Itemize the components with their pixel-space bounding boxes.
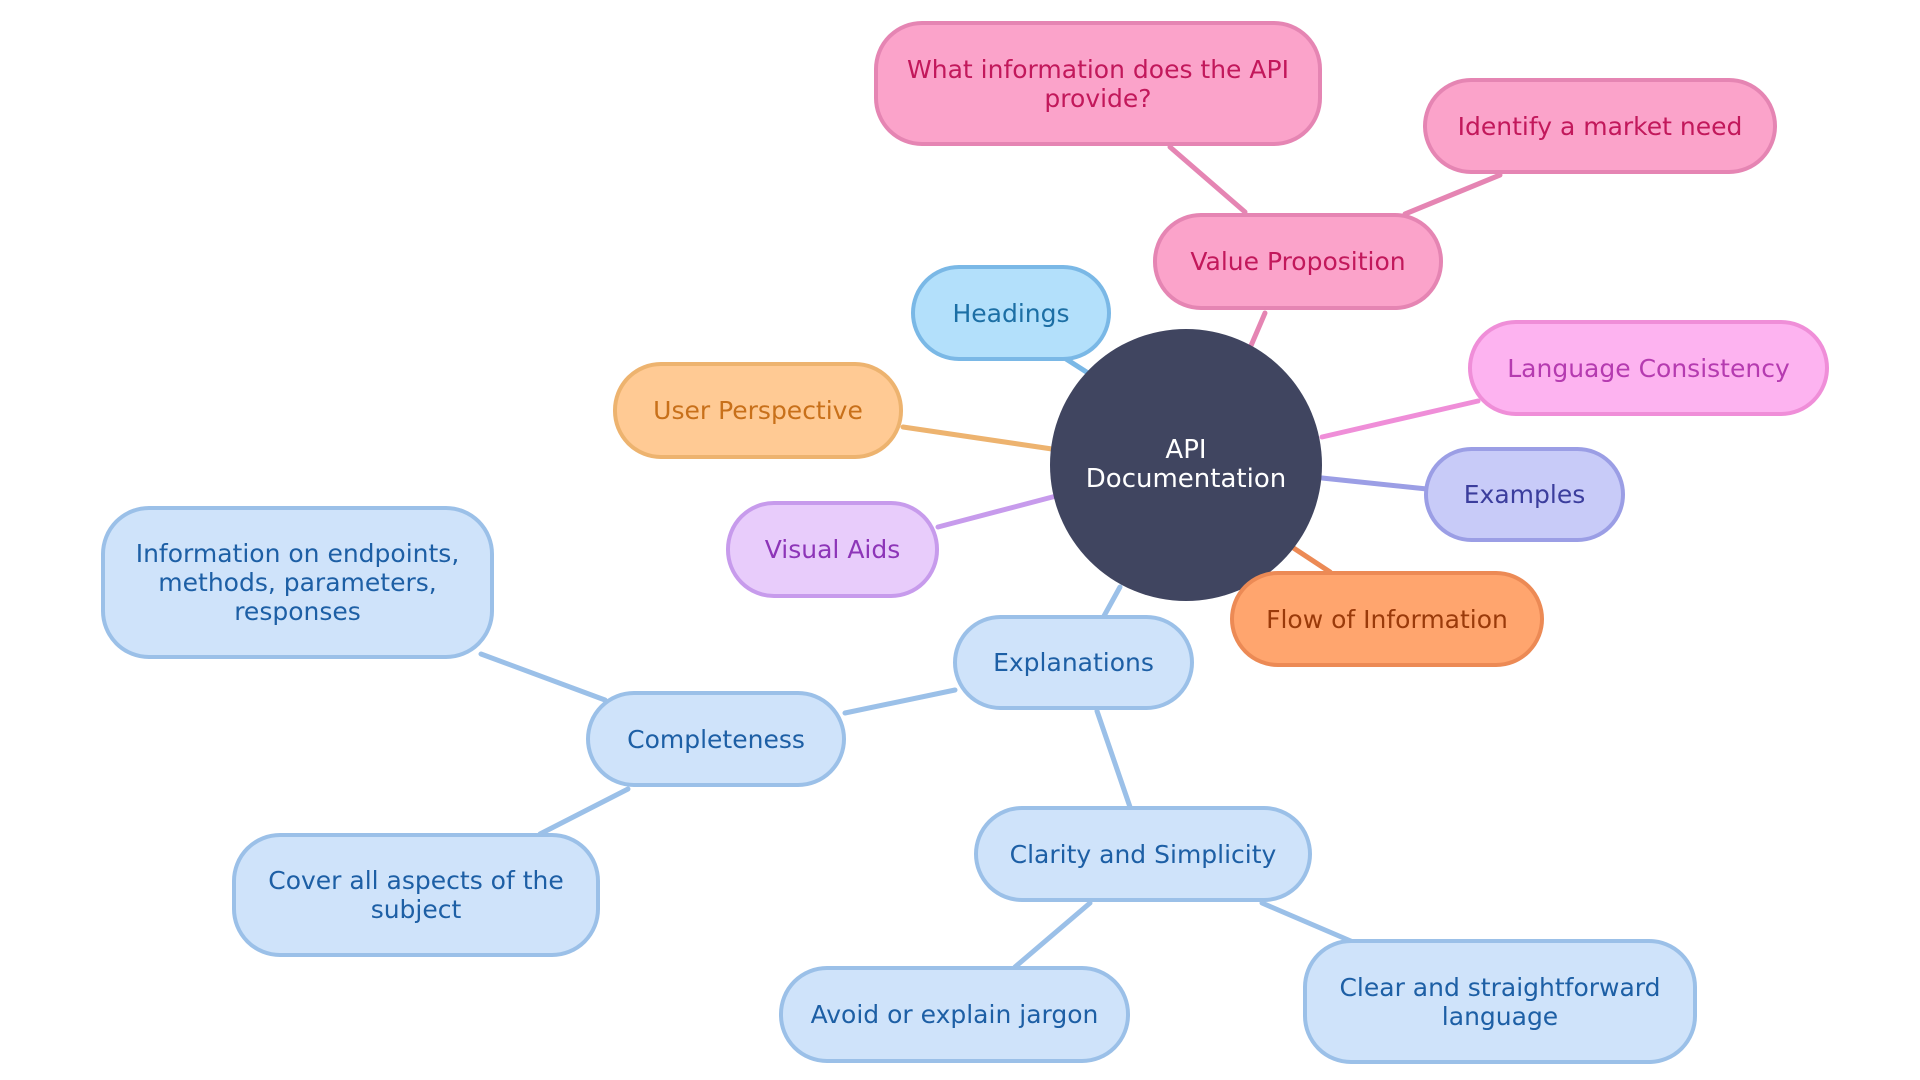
node-cover-aspects[interactable]: Cover all aspects of the subject bbox=[232, 833, 600, 957]
node-label: Clear and straightforward language bbox=[1339, 972, 1661, 1031]
node-label: Identify a market need bbox=[1457, 111, 1743, 141]
node-clear-language[interactable]: Clear and straightforward language bbox=[1303, 939, 1697, 1064]
node-label: Completeness bbox=[627, 724, 805, 754]
node-label: Visual Aids bbox=[764, 535, 901, 564]
node-clarity-simplicity[interactable]: Clarity and Simplicity bbox=[974, 806, 1312, 902]
node-examples[interactable]: Examples bbox=[1424, 447, 1625, 542]
node-label: Headings bbox=[952, 298, 1070, 328]
edge-explanations-to-completeness bbox=[842, 687, 958, 716]
edge-root-to-examples bbox=[1319, 475, 1430, 492]
node-avoid-jargon[interactable]: Avoid or explain jargon bbox=[779, 966, 1130, 1063]
node-root[interactable]: API Documentation bbox=[1050, 329, 1322, 601]
node-visual-aids[interactable]: Visual Aids bbox=[726, 501, 939, 598]
edge-completeness-to-cover-aspects bbox=[537, 786, 631, 837]
node-flow-of-information[interactable]: Flow of Information bbox=[1230, 571, 1544, 667]
edge-clarity-simplicity-to-clear-language bbox=[1259, 900, 1363, 948]
edge-completeness-to-endpoints-info bbox=[478, 651, 608, 703]
edge-root-to-explanations bbox=[1101, 584, 1123, 619]
node-headings[interactable]: Headings bbox=[911, 265, 1111, 361]
edge-root-to-user-perspective bbox=[900, 424, 1055, 452]
node-explanations[interactable]: Explanations bbox=[953, 615, 1194, 710]
node-label: API Documentation bbox=[1085, 435, 1287, 494]
edge-root-to-value-prop bbox=[1247, 310, 1268, 351]
node-user-perspective[interactable]: User Perspective bbox=[613, 362, 903, 459]
edge-clarity-simplicity-to-avoid-jargon bbox=[1012, 900, 1093, 970]
node-label: Avoid or explain jargon bbox=[810, 1000, 1099, 1029]
edge-root-to-language-consistency bbox=[1319, 398, 1481, 440]
edge-explanations-to-clarity-simplicity bbox=[1094, 708, 1133, 810]
node-label: Flow of Information bbox=[1266, 604, 1508, 634]
node-api-info[interactable]: What information does the API provide? bbox=[874, 21, 1322, 146]
node-label: What information does the API provide? bbox=[907, 54, 1289, 113]
edge-root-to-flow-of-information bbox=[1289, 544, 1333, 575]
node-label: Clarity and Simplicity bbox=[1009, 839, 1277, 869]
node-market-need[interactable]: Identify a market need bbox=[1423, 78, 1777, 174]
edge-value-prop-to-api-info bbox=[1167, 144, 1248, 215]
node-label: Explanations bbox=[993, 648, 1154, 677]
node-completeness[interactable]: Completeness bbox=[586, 691, 846, 787]
node-value-prop[interactable]: Value Proposition bbox=[1153, 213, 1443, 310]
node-language-consistency[interactable]: Language Consistency bbox=[1468, 320, 1829, 416]
node-label: Cover all aspects of the subject bbox=[268, 866, 564, 924]
node-label: Information on endpoints, methods, param… bbox=[135, 539, 460, 626]
node-endpoints-info[interactable]: Information on endpoints, methods, param… bbox=[101, 506, 494, 659]
node-label: Examples bbox=[1463, 480, 1586, 509]
edge-root-to-visual-aids bbox=[935, 492, 1063, 530]
node-label: Language Consistency bbox=[1507, 353, 1790, 383]
edge-value-prop-to-market-need bbox=[1402, 172, 1503, 217]
node-label: User Perspective bbox=[653, 396, 863, 425]
node-label: Value Proposition bbox=[1190, 247, 1406, 276]
